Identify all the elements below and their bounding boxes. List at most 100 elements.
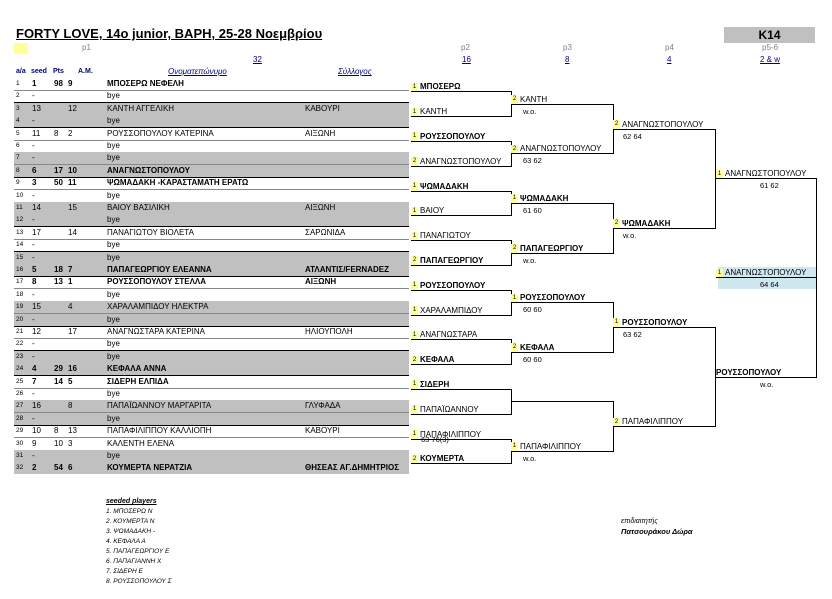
bracket-line [411,438,511,440]
seed-position-marker: 1 [511,293,518,303]
bracket-name: ΣΙΔΕΡΗ [420,380,450,389]
seed-position-marker: 2 [411,355,418,365]
seed-position-marker: 2 [411,256,418,266]
draw-row: 28-bye [14,412,409,425]
row-seed: 7 [32,376,37,386]
row-number: 19 [16,303,24,311]
draw-row: 26-bye [14,388,409,400]
bracket-line [716,376,816,378]
page-title: FORTY LOVE, 14o junior, ΒΑΡΗ, 25-28 Νοεμ… [16,26,323,41]
row-seed: - [32,413,35,423]
seed-position-marker: 1 [411,380,418,390]
bracket-name: ΒΑΙΟΥ [420,206,445,216]
row-name: ΣΙΔΕΡΗ ΕΛΠΙΔΑ [107,376,169,386]
bracket-name: ΚΑΝΤΗ [520,94,548,104]
row-number: 2 [16,92,20,100]
row-seed: - [32,289,35,299]
seed-position-marker: 1 [411,330,418,340]
row-seed: - [32,252,35,262]
bracket-line [511,203,613,204]
row-am: 7 [68,265,73,274]
draw-row: 22-bye [14,338,409,350]
bracket-name: ΨΩΜΑΔΑΚΗ [622,218,671,228]
seeded-player: 4. ΚΕΦΑΛΑ Α [106,538,146,545]
bracket-name: ΚΑΝΤΗ [420,107,448,117]
row-divider [14,437,409,439]
row-am: 3 [68,438,73,448]
bracket-line [613,327,715,328]
row-name: ΚΑΛΕΝΤΗ ΕΛΕΝΑ [107,438,175,448]
draw-row: 10-bye [14,190,409,202]
bracket-name: ΠΑΠΑΪΩΑΝΝΟΥ [420,404,479,414]
bracket-name: ΡΟΥΣΣΟΠΟΥΛΟΥ [420,280,486,290]
row-am: 9 [68,79,73,88]
row-number: 20 [16,315,24,323]
row-seed: 4 [32,364,37,374]
row-seed: 8 [32,277,37,287]
row-number: 29 [16,427,24,435]
row-divider [14,139,409,141]
seed-position-marker: 2 [511,144,518,154]
draw-row: 12-bye [14,214,409,227]
row-name: ΑΝΑΓΝΩΣΤΟΠΟΥΛΟΥ [107,165,190,175]
row-am: 4 [68,302,73,312]
row-seed: - [32,141,35,150]
supervisor-label: επιδιαιτητής [621,518,658,525]
row-number: 4 [16,117,20,125]
row-name: bye [107,141,120,150]
bracket-name: ΠΑΠΑΦΙΛΙΠΠΟΥ [520,442,582,451]
bracket-line [411,165,511,167]
p2-label: p2 [461,43,470,52]
row-divider [14,325,409,327]
row-seed: - [32,215,35,225]
bracket-line [511,252,613,254]
row-club: ΓΛΥΦΑΔΑ [305,401,341,411]
row-number: 23 [16,352,24,360]
bracket-name: ΚΕΦΑΛΑ [420,355,455,365]
row-name: ΠΑΠΑΪΩΑΝΝΟΥ ΜΑΡΓΑΡΙΤΑ [107,401,212,411]
seed-position-marker: 1 [716,169,723,179]
row-am: 13 [68,426,77,436]
bracket-name: ΚΕΦΑΛΑ [520,342,555,352]
bracket-line [411,314,511,316]
bracket-name: ΡΟΥΣΣΟΠΟΥΛΟΥ [520,293,586,303]
row-am: 15 [68,203,77,212]
bracket-line [411,389,511,390]
p1-label: p1 [82,43,91,52]
row-name: bye [107,116,120,126]
draw-row: 7-bye [14,152,409,165]
row-number: 8 [16,166,20,174]
row-seed: 14 [32,203,41,212]
row-name: bye [107,351,120,361]
draw-row: 31-bye [14,450,409,462]
seed-position-marker: 1 [511,442,518,452]
bracket-connector [715,327,716,428]
row-number: 16 [16,266,24,273]
p1-count: 32 [253,55,262,64]
bracket-line [411,463,511,465]
row-number: 30 [16,439,24,447]
p4-count: 4 [667,55,672,64]
row-number: 7 [16,154,20,162]
bracket-line [411,91,511,93]
seed-position-marker: 1 [411,132,418,142]
match-score: w.o. [523,106,537,116]
bracket-line [411,215,511,217]
bracket-line [511,153,613,155]
bracket-line [716,178,816,180]
seed-position-marker: 2 [511,95,518,105]
row-name: ΠΑΠΑΓΕΩΡΓΙΟΥ ΕΛΕΑΝΝΑ [107,265,212,274]
row-divider [14,189,409,191]
